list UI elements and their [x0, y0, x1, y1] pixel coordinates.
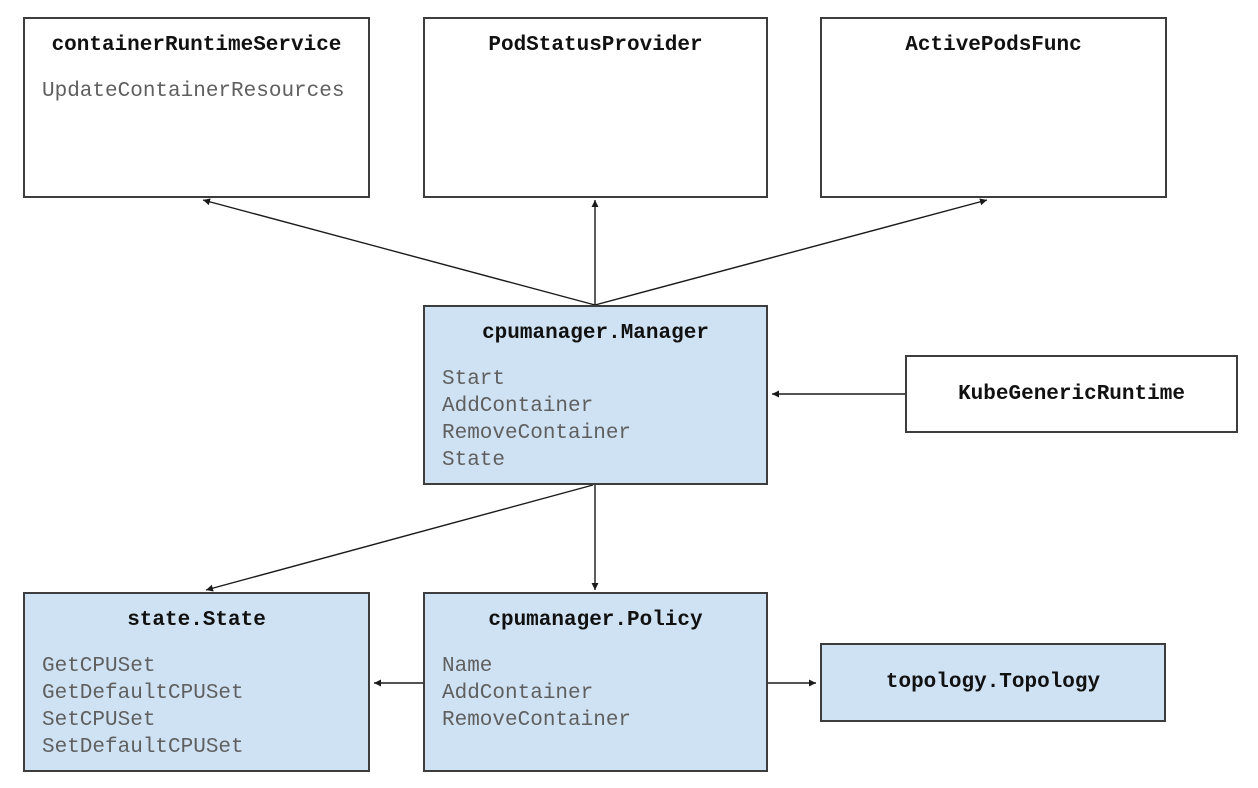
method-item: GetDefaultCPUSet	[42, 682, 244, 705]
method-item: Name	[442, 655, 493, 678]
method-item: RemoveContainer	[442, 709, 632, 732]
box-title: topology.Topology	[885, 671, 1101, 694]
box-pod-status-provider: PodStatusProvider	[423, 17, 768, 198]
box-title: KubeGenericRuntime	[958, 382, 1185, 406]
box-title: PodStatusProvider	[488, 34, 703, 57]
box-methods: Start AddContainer RemoveContainer State	[425, 366, 766, 474]
box-cpumanager-policy: cpumanager.Policy Name AddContainer Remo…	[423, 592, 768, 772]
arrow-manager-to-container-runtime-service	[202, 198, 596, 306]
box-kube-generic-runtime: KubeGenericRuntime	[905, 355, 1238, 433]
box-title: cpumanager.Manager	[482, 322, 709, 345]
method-item: RemoveContainer	[442, 422, 632, 445]
method-item: UpdateContainerResources	[42, 80, 345, 103]
box-methods: GetCPUSet GetDefaultCPUSet SetCPUSet Set…	[25, 653, 368, 761]
method-item: Start	[442, 368, 506, 391]
arrow-manager-to-active-pods-func	[594, 198, 988, 306]
method-item: AddContainer	[442, 395, 594, 418]
method-item: SetCPUSet	[42, 709, 156, 732]
box-methods: Name AddContainer RemoveContainer	[425, 653, 766, 734]
method-item: SetDefaultCPUSet	[42, 736, 244, 759]
method-item: State	[442, 449, 506, 472]
box-title: cpumanager.Policy	[488, 609, 703, 632]
box-topology-topology: topology.Topology	[820, 643, 1166, 722]
box-cpumanager-manager: cpumanager.Manager Start AddContainer Re…	[423, 305, 768, 485]
box-state-state: state.State GetCPUSet GetDefaultCPUSet S…	[23, 592, 370, 772]
box-title: ActivePodsFunc	[905, 34, 1082, 57]
box-container-runtime-service: containerRuntimeService UpdateContainerR…	[23, 17, 370, 198]
method-item: AddContainer	[442, 682, 594, 705]
box-title: containerRuntimeService	[51, 34, 342, 57]
box-active-pods-func: ActivePodsFunc	[820, 17, 1167, 198]
arrow-manager-to-state-state	[205, 484, 594, 592]
box-methods: UpdateContainerResources	[25, 78, 368, 105]
method-item: GetCPUSet	[42, 655, 156, 678]
box-title: state.State	[127, 609, 266, 632]
